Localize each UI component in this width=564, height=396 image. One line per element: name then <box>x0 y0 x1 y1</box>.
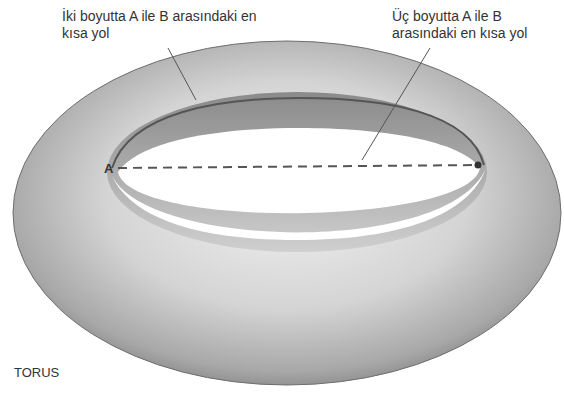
point-b <box>475 162 482 169</box>
leader-line <box>168 48 196 100</box>
inner-wall <box>107 92 487 252</box>
callout-label: İki boyutta A ile B arasındaki en kısa y… <box>62 8 272 42</box>
torus-outer <box>13 41 561 385</box>
shortest-path-2d <box>112 98 484 168</box>
shortest-path-3d <box>118 165 478 168</box>
leader-line <box>362 48 430 160</box>
point-label: A <box>104 160 118 177</box>
figure-title: TORUS <box>14 364 94 381</box>
callout-label: Üç boyutta A ile B arasındaki en kısa yo… <box>392 8 560 42</box>
hole <box>118 128 480 213</box>
